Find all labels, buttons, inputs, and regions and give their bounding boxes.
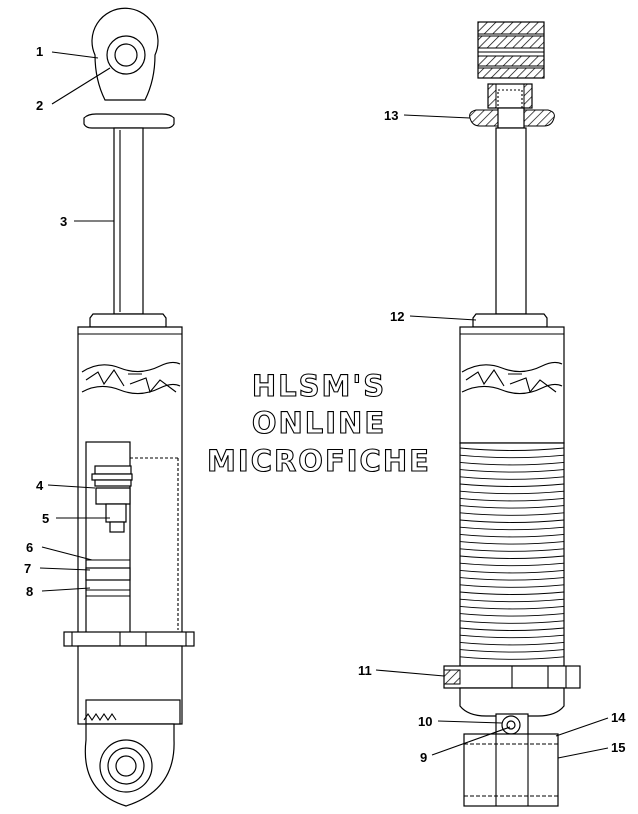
valve-stack-top xyxy=(94,465,132,475)
callout-8: 8 xyxy=(26,584,33,599)
piston-nut xyxy=(105,503,127,523)
watermark-line-1: HLSM'S xyxy=(252,369,386,403)
leader-lines xyxy=(39,51,609,759)
watermark-line-3: MICROFICHE xyxy=(207,444,431,478)
callout-9: 9 xyxy=(420,750,427,765)
watermark: HLSM'S ONLINE MICROFICHE xyxy=(207,368,431,479)
upper-nut xyxy=(472,313,548,328)
callout-11: 11 xyxy=(358,663,372,678)
callout-1: 1 xyxy=(36,44,43,59)
spring-coils xyxy=(459,442,565,667)
callout-13: 13 xyxy=(384,108,398,123)
shaft xyxy=(113,127,144,315)
callout-numbers: 1 2 3 4 5 6 7 8 9 10 11 12 13 14 15 xyxy=(24,44,626,765)
callout-5: 5 xyxy=(42,511,49,526)
lower-bushing xyxy=(463,733,559,807)
callout-4: 4 xyxy=(36,478,44,493)
callout-15: 15 xyxy=(611,740,625,755)
shaft xyxy=(495,127,527,315)
callout-6: 6 xyxy=(26,540,33,555)
spring-collar xyxy=(63,631,195,647)
upper-nut xyxy=(89,313,167,328)
left-shock xyxy=(63,7,195,807)
callout-14: 14 xyxy=(611,710,626,725)
callout-10: 10 xyxy=(418,714,432,729)
eyelet-bore xyxy=(114,43,138,67)
piston-band xyxy=(85,567,131,581)
callout-12: 12 xyxy=(390,309,404,324)
callout-3: 3 xyxy=(60,214,67,229)
callout-2: 2 xyxy=(36,98,43,113)
right-shock xyxy=(443,21,581,807)
watermark-line-2: ONLINE xyxy=(252,406,386,440)
mount-plate xyxy=(83,113,175,129)
callout-7: 7 xyxy=(24,561,31,576)
